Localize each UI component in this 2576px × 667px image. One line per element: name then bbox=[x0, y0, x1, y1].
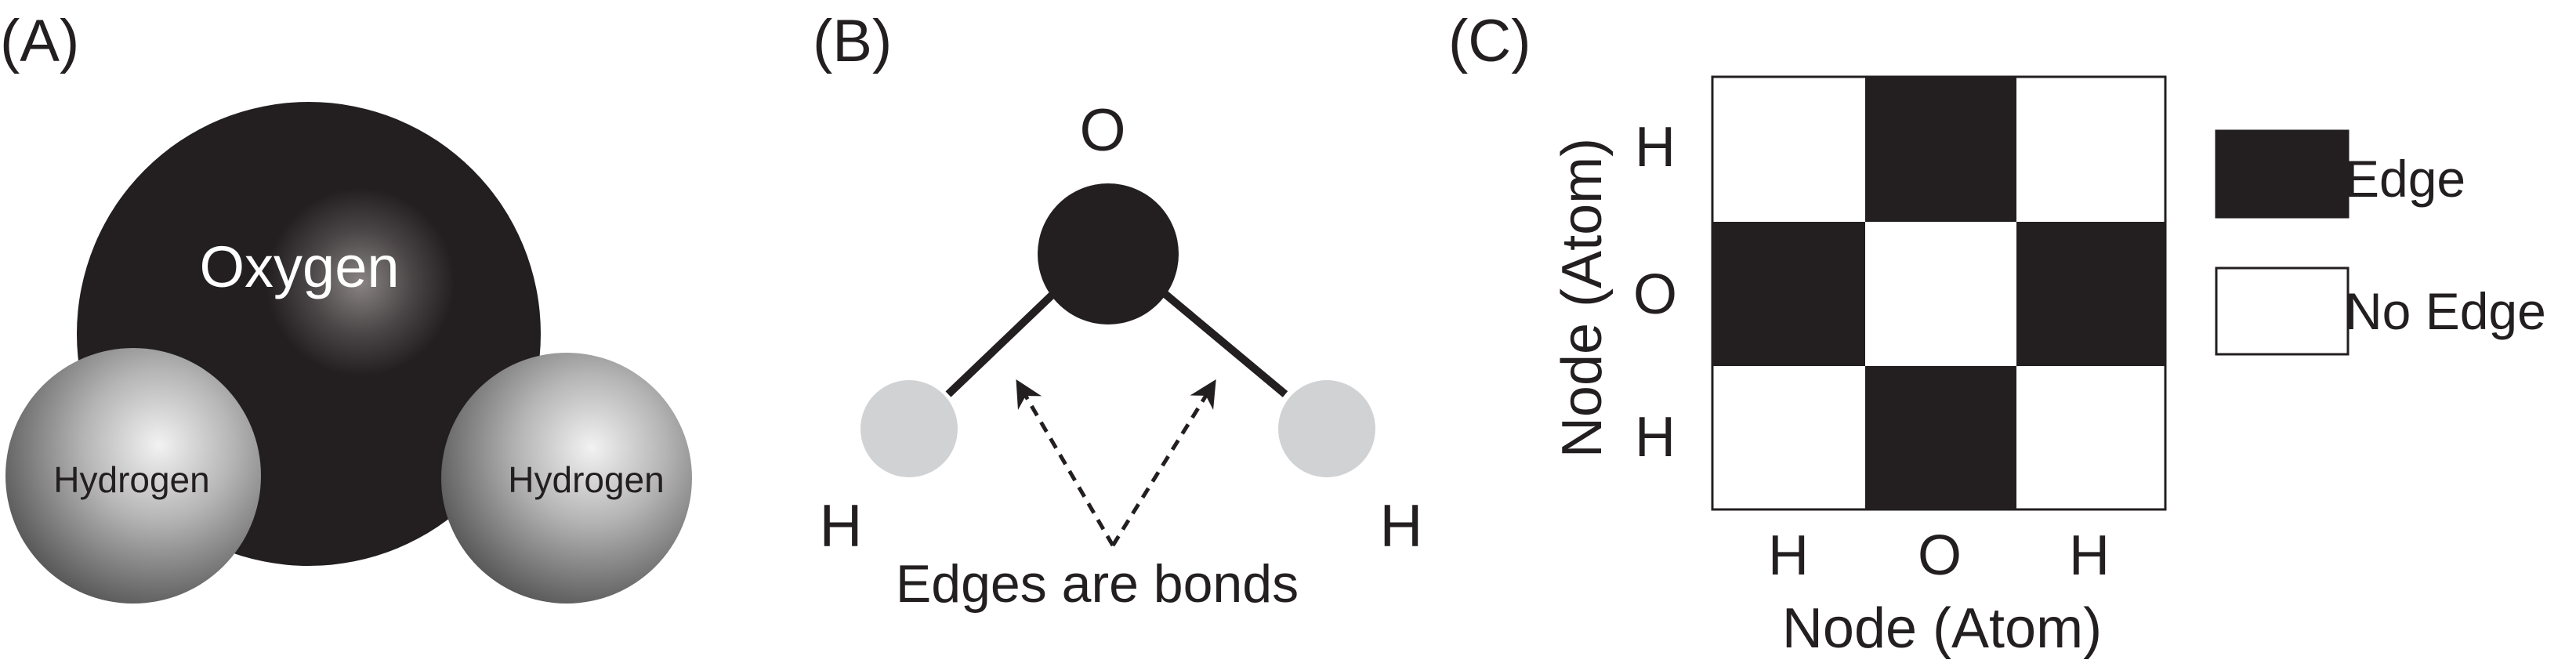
panel-c: (C) H O H H O H Node (Atom) Node (Atom) … bbox=[1448, 8, 2546, 660]
x-axis-label: Node (Atom) bbox=[1782, 597, 2102, 660]
panel-a-label: (A) bbox=[0, 8, 79, 74]
bond-edge-left bbox=[945, 288, 1059, 397]
pointer-arrow-right bbox=[1110, 379, 1216, 547]
hydrogen-node-label-right: H bbox=[1380, 493, 1423, 560]
adjacency-matrix-border bbox=[1711, 75, 2167, 511]
hydrogen-node-right bbox=[1278, 380, 1375, 477]
oxygen-atom-label: Oxygen bbox=[199, 234, 399, 299]
matrix-cell-edge bbox=[1712, 222, 1865, 366]
col-label-1: O bbox=[1918, 524, 1962, 587]
col-label-2: H bbox=[2069, 524, 2110, 587]
legend-no-edge-label: No Edge bbox=[2345, 282, 2546, 340]
panel-b: (B) O H H Edges are bonds bbox=[813, 8, 1422, 614]
matrix-cell-edge bbox=[1865, 366, 2016, 509]
bond-edge-right bbox=[1159, 288, 1288, 397]
legend-edge-swatch bbox=[2215, 129, 2350, 219]
matrix-cell-no-edge bbox=[1865, 222, 2016, 366]
matrix-cell-no-edge bbox=[2016, 77, 2165, 222]
hydrogen-atom-label-left: Hydrogen bbox=[53, 459, 209, 500]
matrix-cell-no-edge bbox=[1712, 77, 1865, 222]
adjacency-matrix bbox=[1712, 77, 2165, 509]
matrix-cell-edge bbox=[2016, 222, 2165, 366]
oxygen-node bbox=[1038, 183, 1179, 324]
hydrogen-atom-label-right: Hydrogen bbox=[508, 459, 664, 500]
edges-caption: Edges are bonds bbox=[896, 554, 1299, 614]
pointer-arrow-left bbox=[1016, 379, 1115, 547]
hydrogen-atom-sphere-right bbox=[441, 353, 692, 604]
legend-edge-label: Edge bbox=[2345, 150, 2465, 208]
row-label-1: O bbox=[1633, 263, 1677, 326]
oxygen-highlight bbox=[266, 188, 455, 376]
panel-a: (A) Oxygen Hydrogen Hydrogen bbox=[0, 8, 692, 604]
row-label-2: H bbox=[1635, 406, 1676, 469]
hydrogen-node-label-left: H bbox=[820, 493, 863, 560]
col-label-0: H bbox=[1768, 524, 1809, 587]
hydrogen-atom-sphere-left bbox=[5, 348, 261, 604]
panel-b-label: (B) bbox=[813, 8, 892, 74]
matrix-cell-edge bbox=[1865, 77, 2016, 222]
row-label-0: H bbox=[1635, 116, 1676, 179]
panel-c-label: (C) bbox=[1448, 8, 1531, 74]
legend-no-edge-swatch bbox=[2215, 266, 2350, 356]
matrix-cell-no-edge bbox=[1712, 366, 1865, 509]
y-axis-label: Node (Atom) bbox=[1551, 138, 1614, 458]
hydrogen-node-left bbox=[860, 380, 958, 477]
oxygen-node-label: O bbox=[1079, 97, 1125, 164]
matrix-cell-no-edge bbox=[2016, 366, 2165, 509]
